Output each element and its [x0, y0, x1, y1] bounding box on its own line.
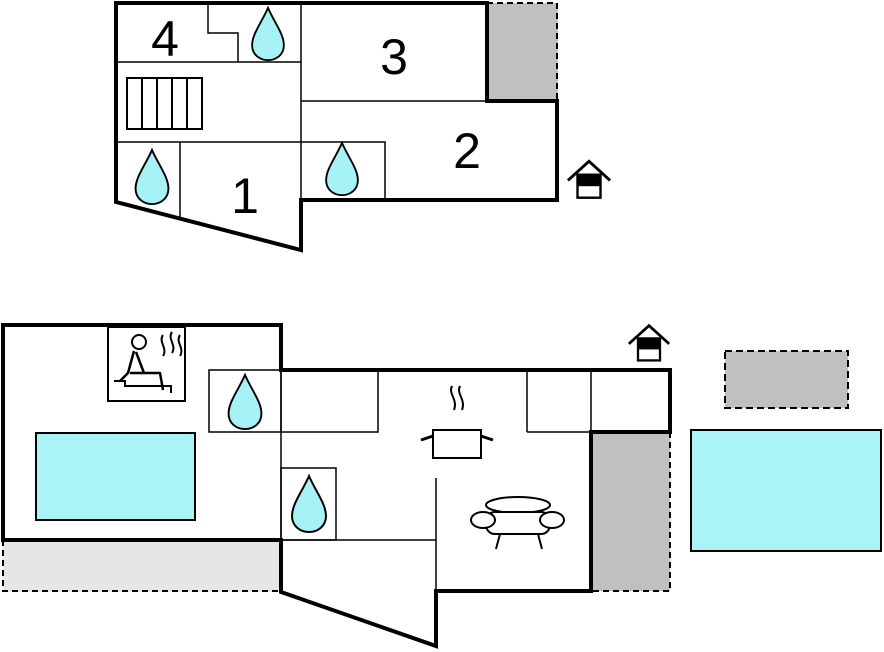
pool-icon	[35, 432, 196, 521]
room-label-4: 4	[151, 11, 179, 67]
room-label-3: 3	[380, 29, 408, 85]
terrace-area	[591, 432, 670, 591]
upper-floor: 4 3 2 1	[114, 1, 612, 253]
water-drop-icon	[251, 6, 285, 62]
sofa-icon	[470, 496, 565, 550]
water-drop-icon	[134, 148, 170, 206]
upper-terrace	[487, 3, 558, 101]
terrace-area	[3, 540, 281, 592]
water-drop-icon	[325, 141, 359, 197]
ground-floor	[1, 323, 882, 649]
pool-icon	[690, 429, 882, 552]
water-drop-icon	[227, 373, 263, 431]
staircase-icon	[126, 77, 203, 130]
sauna-icon	[107, 326, 186, 402]
room-label-2: 2	[453, 123, 481, 179]
terrace-area	[724, 350, 849, 409]
water-drop-icon	[290, 474, 328, 534]
upper-interior-walls	[116, 3, 487, 218]
entrance-icon	[627, 324, 671, 362]
entrance-icon	[566, 159, 612, 200]
stove-pot-icon	[420, 385, 494, 459]
ground-interior-walls	[208, 369, 670, 591]
room-label-1: 1	[231, 168, 259, 224]
upper-outer-wall	[114, 1, 559, 253]
upper-terrace-edge	[487, 2, 558, 101]
